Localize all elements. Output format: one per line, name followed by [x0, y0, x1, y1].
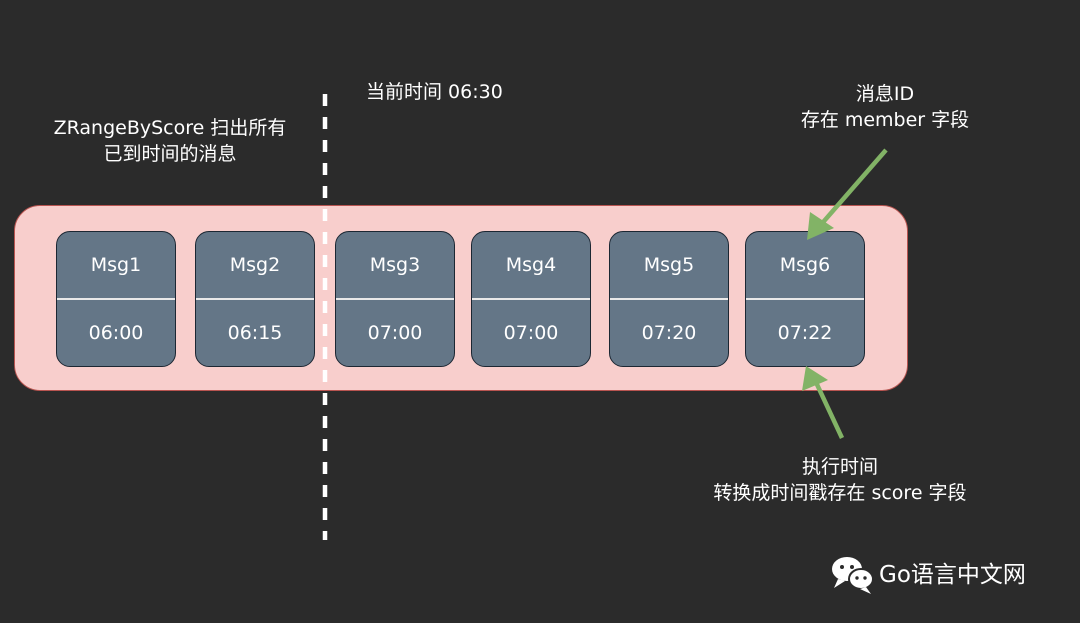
- message-score: 06:00: [88, 322, 144, 344]
- scan-note: ZRangeByScore 扫出所有 已到时间的消息: [40, 115, 300, 167]
- scan-note-line: ZRangeByScore 扫出所有: [53, 117, 287, 139]
- watermark-text: Go语言中文网: [879, 562, 1026, 588]
- member-arrow: [807, 148, 888, 240]
- message-member: Msg5: [610, 232, 728, 300]
- current-time-label: 当前时间 06:30: [366, 81, 503, 103]
- message-score: 07:20: [641, 322, 697, 344]
- message-member: Msg1: [57, 232, 175, 300]
- score-note-line: 转换成时间戳存在 score 字段: [713, 482, 967, 504]
- arrow-head: [802, 366, 828, 391]
- score-arrow: [802, 366, 845, 439]
- member-note-line: 消息ID: [855, 83, 915, 105]
- message-score: 07:00: [367, 322, 423, 344]
- message-card: Msg6 07:22: [745, 231, 865, 367]
- message-card: Msg2 06:15: [195, 231, 315, 367]
- message-score: 07:00: [503, 322, 559, 344]
- message-card: Msg5 07:20: [609, 231, 729, 367]
- member-note-line: 存在 member 字段: [800, 109, 970, 131]
- member-note: 消息ID 存在 member 字段: [780, 81, 990, 133]
- message-card: Msg4 07:00: [471, 231, 591, 367]
- message-member: Msg4: [472, 232, 590, 300]
- message-member: Msg2: [196, 232, 314, 300]
- message-member: Msg3: [336, 232, 454, 300]
- message-card: Msg3 07:00: [335, 231, 455, 367]
- message-member: Msg6: [746, 232, 864, 300]
- score-note: 执行时间 转换成时间戳存在 score 字段: [690, 454, 990, 506]
- wechat-icon: [832, 557, 874, 594]
- scan-note-line: 已到时间的消息: [103, 143, 237, 165]
- message-card: Msg1 06:00: [56, 231, 176, 367]
- message-score: 07:22: [777, 322, 833, 344]
- message-score: 06:15: [227, 322, 283, 344]
- arrow-head: [807, 212, 834, 240]
- score-note-line: 执行时间: [801, 456, 878, 478]
